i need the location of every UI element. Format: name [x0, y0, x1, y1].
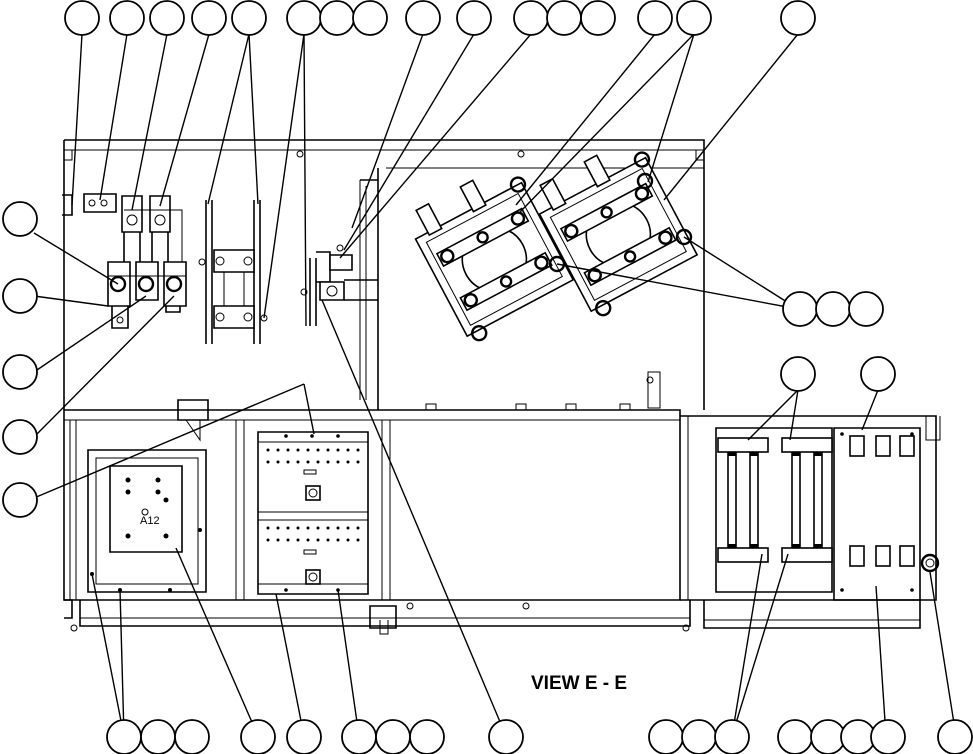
relay-terminal-dot [276, 526, 280, 530]
relay-terminal-dot [326, 448, 330, 452]
relay-terminal-dot [356, 448, 360, 452]
fuse-panel [833, 427, 940, 601]
relay-terminal-dot [286, 460, 290, 464]
lower-chassis [63, 399, 941, 635]
component-label-a12: A12 [140, 515, 160, 527]
relay-stack [257, 431, 369, 595]
relay-terminal-dot [266, 448, 270, 452]
relay-terminal-dot [336, 526, 340, 530]
relay-terminal-dot [326, 538, 330, 542]
contactor-a12: A12 [87, 449, 207, 593]
relay-terminal-dot [296, 538, 300, 542]
callout-balloons-bottom [106, 719, 973, 754]
relay-terminal-dot [346, 460, 350, 464]
relay-dots-top [266, 448, 360, 542]
relay-terminal-dot [326, 526, 330, 530]
relay-terminal-dot [266, 526, 270, 530]
relay-terminal-dot [286, 538, 290, 542]
relay-terminal-dot [266, 538, 270, 542]
relay-terminal-dot [346, 526, 350, 530]
rotated-assembly-right [538, 151, 699, 317]
view-caption: VIEW E - E [531, 673, 627, 694]
stud-nut [548, 255, 566, 273]
relay-terminal-dot [356, 460, 360, 464]
relay-terminal-dot [346, 448, 350, 452]
stud-nut [636, 172, 654, 190]
relay-terminal-dot [356, 538, 360, 542]
relay-terminal-dot [336, 448, 340, 452]
relay-terminal-dot [286, 448, 290, 452]
callout-balloons-right [780, 291, 896, 392]
relay-terminal-dot [296, 460, 300, 464]
callout-balloons-top [64, 0, 816, 36]
relay-terminal-dot [296, 526, 300, 530]
relay-terminal-dot [336, 460, 340, 464]
relay-terminal-dot [296, 448, 300, 452]
callout-balloons-left [2, 201, 38, 518]
center-bracket [300, 244, 378, 326]
relay-terminal-dot [316, 538, 320, 542]
leader-lines [33, 33, 957, 737]
relay-terminal-dot [276, 460, 280, 464]
relay-terminal-dot [306, 538, 310, 542]
terminal-strips [715, 427, 833, 593]
relay-terminal-dot [306, 526, 310, 530]
relay-terminal-dot [266, 460, 270, 464]
stud-nut [675, 228, 693, 246]
relay-terminal-dot [276, 538, 280, 542]
relay-terminal-dot [316, 526, 320, 530]
relay-terminal-dot [346, 538, 350, 542]
rotated-assembly-left [414, 176, 575, 342]
relay-terminal-dot [336, 538, 340, 542]
relay-terminal-dot [326, 460, 330, 464]
relay-terminal-dot [356, 526, 360, 530]
relay-terminal-dot [276, 448, 280, 452]
relay-terminal-dot [316, 460, 320, 464]
fuse-holders [198, 200, 268, 344]
relay-terminal-dot [316, 448, 320, 452]
relay-terminal-dot [306, 448, 310, 452]
terminal-group [62, 193, 187, 329]
relay-terminal-dot [306, 460, 310, 464]
relay-terminal-dot [286, 526, 290, 530]
